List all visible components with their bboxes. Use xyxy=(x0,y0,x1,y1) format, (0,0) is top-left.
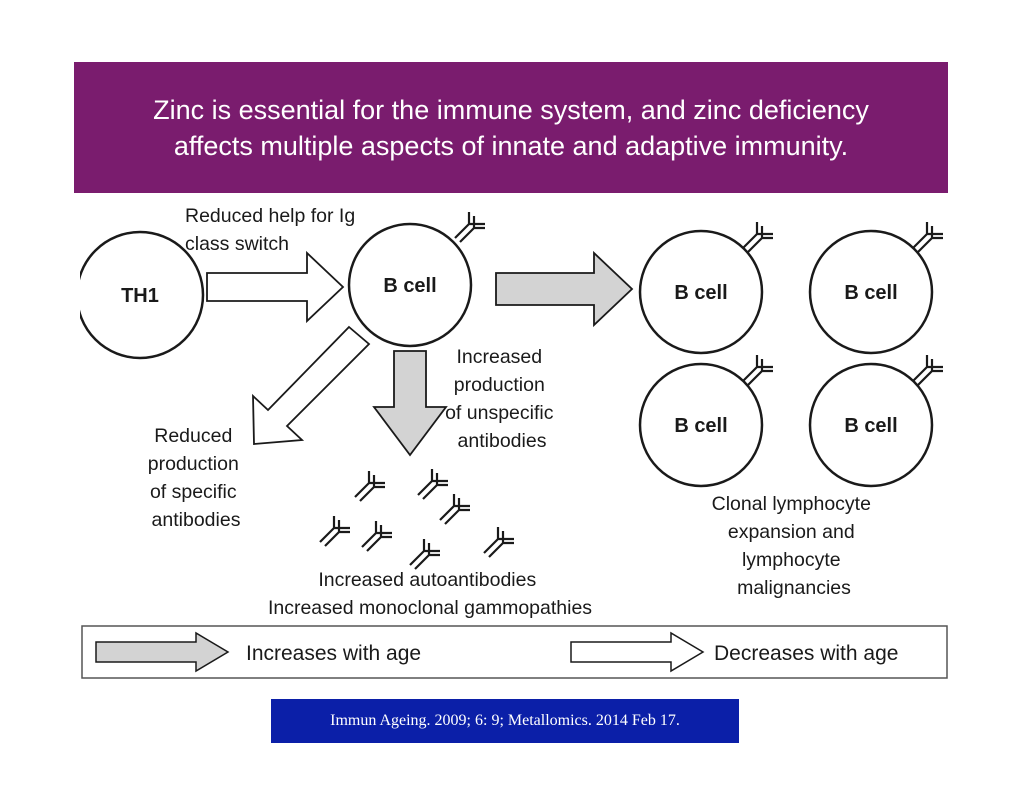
antibody-icon xyxy=(416,467,450,501)
b-cell-clone-4-label: B cell xyxy=(844,415,897,437)
antibody-icon xyxy=(318,514,352,548)
legend-increase-arrow xyxy=(95,631,230,673)
arrow-bcell-down-left xyxy=(252,325,371,445)
b-cell-clone-4 xyxy=(808,362,934,488)
antibody-icon xyxy=(741,220,775,254)
antibody-icon xyxy=(438,492,472,526)
antibody-icon xyxy=(408,537,442,571)
autoantibodies-note: Increased autoantibodies Increased monoc… xyxy=(268,569,592,619)
antibody-icon xyxy=(482,525,516,559)
th1-cell xyxy=(80,230,205,360)
antibody-icon xyxy=(353,469,387,503)
b-cell-clone-2-label: B cell xyxy=(844,282,897,304)
antibody-icon xyxy=(911,220,945,254)
arrow-bcell-down xyxy=(372,350,448,457)
antibody-icon xyxy=(911,353,945,387)
banner-title-line-2: affects multiple aspects of innate and a… xyxy=(173,130,849,161)
b-cell-main xyxy=(347,222,473,348)
b-cell-clone-1-label: B cell xyxy=(674,282,727,304)
arrow-bcell-to-clones xyxy=(495,250,634,328)
antibody-icon xyxy=(360,519,394,553)
antibody-icon xyxy=(741,353,775,387)
legend-decrease-arrow xyxy=(570,631,705,673)
banner-title-line-1: Zinc is essential for the immune system,… xyxy=(153,94,869,125)
banner-title: Zinc is essential for the immune system,… xyxy=(101,92,921,164)
b-cell-main-label: B cell xyxy=(383,275,436,297)
arrow-th1-to-bcell xyxy=(206,250,345,324)
diagram-content: TH1 B cell B cell B cell B cell B cell R… xyxy=(80,205,945,619)
legend-decreases-label: Decreases with age xyxy=(714,642,898,665)
legend-increases-label: Increases with age xyxy=(246,642,421,665)
title-banner: Zinc is essential for the immune system,… xyxy=(74,62,948,193)
b-cell-clone-2 xyxy=(808,229,934,355)
b-cell-clone-1 xyxy=(638,229,764,355)
b-cell-clone-3-label: B cell xyxy=(674,415,727,437)
citation-box: Immun Ageing. 2009; 6: 9; Metallomics. 2… xyxy=(271,699,739,743)
ig-class-switch-note: Reduced help for Ig class switch xyxy=(185,205,361,255)
citation-text: Immun Ageing. 2009; 6: 9; Metallomics. 2… xyxy=(330,712,680,729)
antibody-icon xyxy=(453,210,487,244)
legend: Increases with age Decreases with age xyxy=(81,625,948,679)
unspecific-antibodies-note: Increased production of unspecific antib… xyxy=(445,346,559,452)
b-cell-clone-3 xyxy=(638,362,764,488)
specific-antibodies-note: Reduced production of specific antibodie… xyxy=(148,425,245,531)
th1-label: TH1 xyxy=(121,285,159,307)
clonal-expansion-note: Clonal lymphocyte expansion and lymphocy… xyxy=(712,493,877,599)
